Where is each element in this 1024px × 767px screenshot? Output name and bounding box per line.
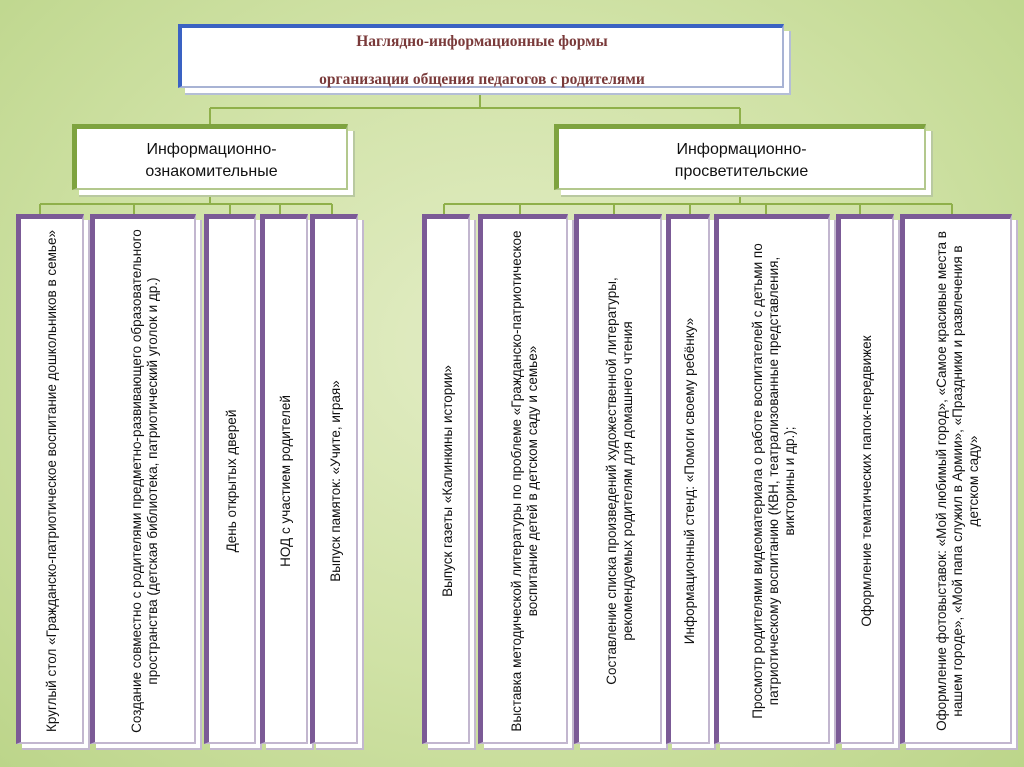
form-box-joint-environment: Создание совместно с родителями предметн…	[90, 214, 196, 744]
form-text: Выпуск газеты «Калинкины истории»	[439, 364, 455, 597]
form-box-memo: Выпуск памяток: «Учите, играя»	[310, 214, 358, 744]
form-box-photo-exhibitions: Оформление фотовыставок: «Мой любимый го…	[900, 214, 1012, 744]
category-label-line-1: Информационно-	[676, 141, 807, 158]
category-label-line-1: Информационно-	[146, 141, 277, 158]
form-text: Составление списка произведений художест…	[603, 276, 635, 685]
title-line-2: организации общения педагогов с родителя…	[319, 71, 645, 88]
form-box-folders: Оформление тематических папок-передвижек	[836, 214, 894, 744]
form-text: НОД с участием родителей	[277, 394, 293, 567]
form-text: Оформление фотовыставок: «Мой любимый го…	[933, 230, 981, 731]
form-text: Круглый стол «Гражданско-патриотическое …	[43, 229, 59, 732]
form-box-open-day: День открытых дверей	[204, 214, 256, 744]
form-text: Оформление тематических папок-передвижек	[858, 334, 874, 627]
form-box-nod-with-parents: НОД с участием родителей	[260, 214, 308, 744]
title-line-1: Наглядно-информационные формы	[356, 33, 608, 50]
form-box-info-stand: Информационный стенд: «Помоги своему реб…	[666, 214, 710, 744]
category-label-line-2: просветительские	[674, 163, 809, 180]
form-box-round-table: Круглый стол «Гражданско-патриотическое …	[16, 214, 84, 744]
form-text: День открытых дверей	[223, 409, 239, 552]
form-box-reading-list: Составление списка произведений художест…	[574, 214, 662, 744]
form-box-literature-exhibition: Выставка методической литературы по проб…	[478, 214, 568, 744]
category-label-line-2: ознакомительные	[145, 163, 278, 180]
form-text: Создание совместно с родителями предметн…	[128, 228, 160, 733]
diagram-title-box: Наглядно-информационные формы организаци…	[178, 24, 784, 88]
form-text: Просмотр родителями видеоматериала о раб…	[749, 242, 797, 719]
form-text: Выставка методической литературы по проб…	[508, 229, 540, 732]
form-box-newspaper: Выпуск газеты «Калинкины истории»	[422, 214, 470, 744]
category-informational-educational: Информационно- просветительские	[554, 124, 926, 190]
form-text: Информационный стенд: «Помоги своему реб…	[681, 317, 697, 644]
category-informational-introductory: Информационно- ознакомительные	[72, 124, 348, 190]
form-text: Выпуск памяток: «Учите, играя»	[327, 379, 343, 582]
form-box-video-viewing: Просмотр родителями видеоматериала о раб…	[714, 214, 830, 744]
